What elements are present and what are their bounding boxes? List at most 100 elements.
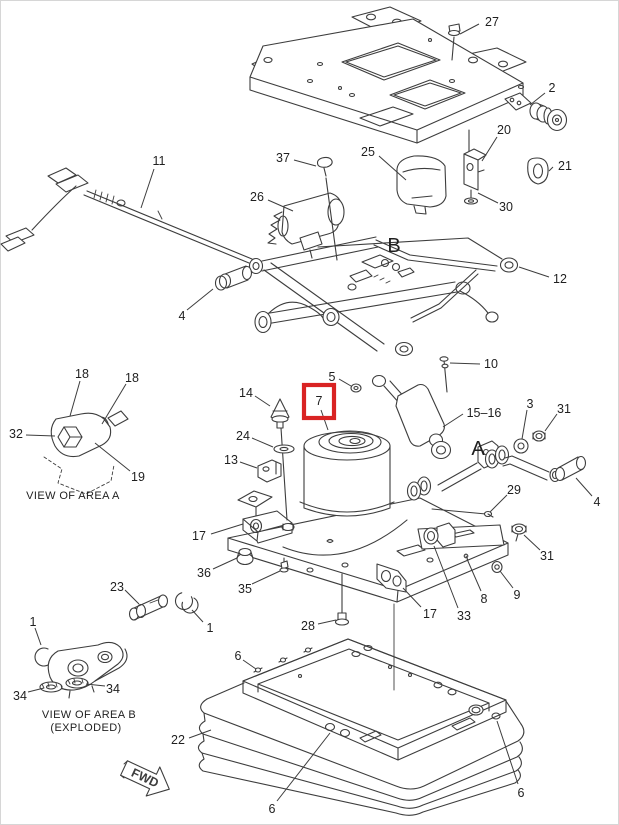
highlight-box[interactable] xyxy=(301,382,337,421)
motor-cover xyxy=(396,155,447,215)
leader-line xyxy=(338,378,352,387)
callout-36-23[interactable]: 36 xyxy=(197,566,211,580)
torsion-bar-assembly xyxy=(406,430,587,501)
callout-32-34[interactable]: 32 xyxy=(9,427,23,441)
leader-line xyxy=(402,587,422,608)
callout-2-1[interactable]: 2 xyxy=(549,81,556,95)
callout-30-4[interactable]: 30 xyxy=(499,200,513,214)
area-label-b: B xyxy=(387,235,400,257)
bellows xyxy=(197,682,525,816)
leader-line xyxy=(544,413,558,432)
callout-12-9[interactable]: 12 xyxy=(553,272,567,286)
leader-line xyxy=(27,687,45,693)
callout-19-35[interactable]: 19 xyxy=(131,470,145,484)
callout-6-40[interactable]: 6 xyxy=(235,649,242,663)
callout-10-11[interactable]: 10 xyxy=(484,357,498,371)
callout-24-18[interactable]: 24 xyxy=(236,429,250,443)
leader-line xyxy=(433,545,459,609)
caption-view-of-area-b: VIEW OF AREA B xyxy=(42,709,136,721)
callout-13-19[interactable]: 13 xyxy=(224,453,238,467)
callout-4-10[interactable]: 4 xyxy=(179,309,186,323)
callout-1-37[interactable]: 1 xyxy=(30,615,37,629)
leader-line xyxy=(242,659,257,670)
callout-4-21[interactable]: 4 xyxy=(594,495,601,509)
callout-33-28[interactable]: 33 xyxy=(457,609,471,623)
callout-14-16[interactable]: 14 xyxy=(239,386,253,400)
callout-9-27[interactable]: 9 xyxy=(514,588,521,602)
leader-line xyxy=(239,461,258,469)
leader-line xyxy=(210,523,244,535)
leader-line xyxy=(459,23,480,35)
callout-18-32[interactable]: 18 xyxy=(75,367,89,381)
leader-line xyxy=(529,92,546,106)
callout-35-24[interactable]: 35 xyxy=(238,582,252,596)
callout-17-22[interactable]: 17 xyxy=(192,529,206,543)
callout-31-15[interactable]: 31 xyxy=(557,402,571,416)
callout-8-26[interactable]: 8 xyxy=(481,592,488,606)
callout-3-14[interactable]: 3 xyxy=(527,397,534,411)
callout-6-43[interactable]: 6 xyxy=(518,786,525,800)
callout-17-29[interactable]: 17 xyxy=(423,607,437,621)
bracket-20-group xyxy=(463,129,549,205)
callout-26-7[interactable]: 26 xyxy=(250,190,264,204)
leader-line xyxy=(25,434,56,437)
top-mounting-plate xyxy=(249,6,527,144)
leader-line xyxy=(124,589,140,605)
callout-37-6[interactable]: 37 xyxy=(276,151,290,165)
leader-line xyxy=(293,159,317,167)
leader-line xyxy=(85,683,106,687)
diagram-line-art: FWD xyxy=(0,6,587,816)
callout-1-31[interactable]: 1 xyxy=(207,621,214,635)
leader-line xyxy=(317,619,337,625)
callout-25-5[interactable]: 25 xyxy=(361,145,375,159)
leader-line xyxy=(499,570,514,589)
fwd-arrow: FWD xyxy=(120,760,170,797)
leader-line xyxy=(276,732,331,802)
pin-14-group xyxy=(270,398,295,532)
callout-29-20[interactable]: 29 xyxy=(507,483,521,497)
leader-line xyxy=(251,437,274,448)
leader-line xyxy=(254,395,271,407)
leader-line xyxy=(251,570,281,585)
callout-21-3[interactable]: 21 xyxy=(558,159,572,173)
leader-line xyxy=(191,609,204,623)
callout-28-30[interactable]: 28 xyxy=(301,619,315,633)
callout-15-16-13[interactable]: 15–16 xyxy=(467,406,502,420)
leader-line xyxy=(518,266,550,278)
callout-18-33[interactable]: 18 xyxy=(125,371,139,385)
leader-line xyxy=(212,557,238,570)
callout-22-41[interactable]: 22 xyxy=(171,733,185,747)
leader-line xyxy=(466,558,482,592)
leader-line xyxy=(523,534,541,551)
leader-line xyxy=(267,199,294,212)
callout-20-2[interactable]: 20 xyxy=(497,123,511,137)
callout-5-12[interactable]: 5 xyxy=(329,370,336,384)
scissor-linkage xyxy=(248,236,519,357)
leader-line xyxy=(481,136,498,162)
leader-line xyxy=(188,729,212,739)
callout-6-42[interactable]: 6 xyxy=(269,802,276,816)
callout-34-39[interactable]: 34 xyxy=(106,682,120,696)
callout-7-17[interactable]: 7 xyxy=(316,394,323,408)
suspension-base-frame xyxy=(174,490,527,626)
leader-line xyxy=(442,413,464,428)
view-of-area-b-detail xyxy=(34,594,199,699)
callout-23-36[interactable]: 23 xyxy=(110,580,124,594)
callout-31-25[interactable]: 31 xyxy=(540,549,554,563)
leader-line xyxy=(140,168,155,209)
callout-27-0[interactable]: 27 xyxy=(485,15,499,29)
area-label-a: A xyxy=(471,438,485,460)
leader-line xyxy=(548,166,554,172)
caption-view-of-area-a: VIEW OF AREA A xyxy=(26,490,120,502)
valve-assembly xyxy=(504,84,568,132)
leader-line xyxy=(449,362,481,365)
bolt-10 xyxy=(439,356,449,393)
bellows-frame xyxy=(242,638,507,761)
leader-line xyxy=(496,720,519,785)
callout-34-38[interactable]: 34 xyxy=(13,689,27,703)
leader-lines xyxy=(25,23,593,802)
callout-11-8[interactable]: 11 xyxy=(153,154,166,168)
